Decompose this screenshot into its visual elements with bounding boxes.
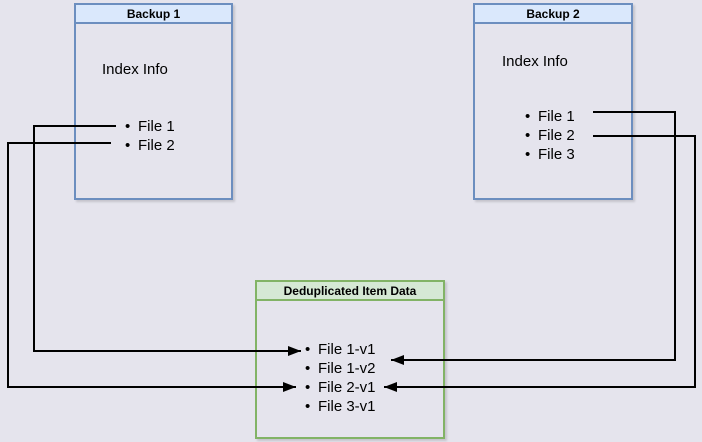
file-label: File 1-v2 [318, 360, 376, 377]
backup2-title: Backup 2 [475, 5, 631, 24]
file-item: • File 3 [525, 145, 575, 164]
backup2-file-list: • File 1 • File 2 • File 3 [525, 107, 575, 164]
file-label: File 2 [138, 137, 175, 154]
file-label: File 3-v1 [318, 398, 376, 415]
file-label: File 2-v1 [318, 379, 376, 396]
backup1-container: Backup 1 Index Info • File 1 • File 2 [74, 3, 233, 200]
backup1-file-list: • File 1 • File 2 [125, 117, 175, 155]
dedup-file-list: • File 1-v1 • File 1-v2 • File 2-v1 • File 3-v1 [305, 340, 376, 416]
backup1-title: Backup 1 [76, 5, 231, 24]
file-item: • File 2 [125, 136, 175, 155]
bullet-icon: • [305, 379, 311, 396]
file-item: • File 2 [525, 126, 575, 145]
file-label: File 1 [538, 108, 575, 125]
bullet-icon: • [525, 127, 531, 144]
bullet-icon: • [125, 118, 131, 135]
dedup-title: Deduplicated Item Data [257, 282, 443, 301]
backup2-index-info-label: Index Info [502, 53, 568, 70]
file-item: • File 2-v1 [305, 378, 376, 397]
backup2-container: Backup 2 Index Info • File 1 • File 2 • File … [473, 3, 633, 200]
file-item: • File 3-v1 [305, 397, 376, 416]
file-label: File 2 [538, 127, 575, 144]
dedup-container: Deduplicated Item Data • File 1-v1 • File 1… [255, 280, 445, 439]
file-item: • File 1 [525, 107, 575, 126]
file-item: • File 1 [125, 117, 175, 136]
bullet-icon: • [305, 341, 311, 358]
file-item: • File 1-v2 [305, 359, 376, 378]
file-item: • File 1-v1 [305, 340, 376, 359]
bullet-icon: • [305, 398, 311, 415]
bullet-icon: • [125, 137, 131, 154]
bullet-icon: • [305, 360, 311, 377]
bullet-icon: • [525, 146, 531, 163]
file-label: File 1 [138, 118, 175, 135]
file-label: File 3 [538, 146, 575, 163]
bullet-icon: • [525, 108, 531, 125]
backup1-index-info-label: Index Info [102, 61, 168, 78]
file-label: File 1-v1 [318, 341, 376, 358]
